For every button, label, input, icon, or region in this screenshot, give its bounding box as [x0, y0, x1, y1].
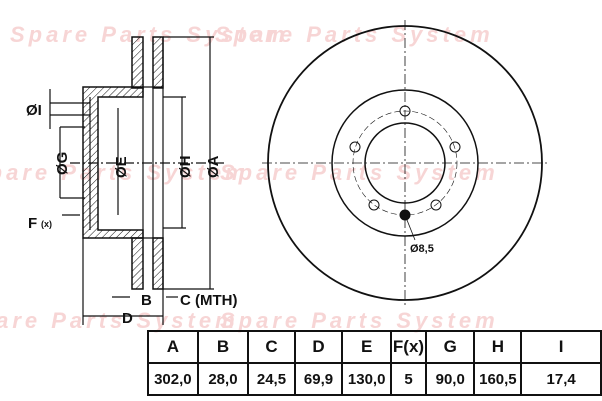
dim-C-label: C (MTH) [180, 292, 237, 309]
watermark: Spare Parts System [0, 160, 249, 185]
watermark: Spare Parts System [0, 308, 239, 333]
table-header: A [147, 330, 199, 364]
dim-F-label: F [28, 215, 37, 232]
table-cell: 5 [390, 362, 427, 396]
table-header: D [293, 330, 344, 364]
watermark: Spare Parts System [220, 160, 499, 185]
dim-I-label: ØI [26, 102, 42, 119]
dim-B-label: B [141, 292, 152, 309]
table-header: F(x) [390, 330, 427, 364]
disc-section [82, 36, 164, 290]
table-header: C [247, 330, 296, 364]
table-header: B [196, 330, 250, 364]
table-cell: 69,9 [293, 362, 344, 396]
table-cell: 24,5 [247, 362, 296, 396]
dim-H-label: ØH [177, 156, 194, 179]
watermark: Spare Parts System [220, 308, 499, 333]
watermark: Spare Parts System [10, 22, 289, 47]
table-header-row: A B C D E F(x) G H I [147, 330, 602, 364]
table-header: I [520, 330, 602, 364]
hole-label: Ø8,5 [410, 243, 434, 255]
table-cell: 28,0 [196, 362, 250, 396]
dim-F-x-label: (x) [41, 219, 52, 229]
table-header: E [341, 330, 393, 364]
dim-A-label: ØA [205, 155, 222, 178]
table-cell: 90,0 [424, 362, 476, 396]
disc-front-view [262, 20, 550, 305]
table-header: G [424, 330, 476, 364]
table-header: H [473, 330, 523, 364]
dim-D-label: D [122, 310, 133, 327]
dim-G-label: ØG [54, 152, 71, 175]
table-row: 302,0 28,0 24,5 69,9 130,0 5 90,0 160,5 … [147, 362, 602, 396]
dim-E-label: ØE [113, 156, 130, 178]
table-cell: 302,0 [147, 362, 199, 396]
table-cell: 17,4 [520, 362, 602, 396]
watermark: Spare Parts System [215, 22, 494, 47]
table-cell: 130,0 [341, 362, 393, 396]
table-cell: 160,5 [473, 362, 523, 396]
dimension-table: A B C D E F(x) G H I 302,0 28,0 24,5 69,… [147, 330, 602, 396]
